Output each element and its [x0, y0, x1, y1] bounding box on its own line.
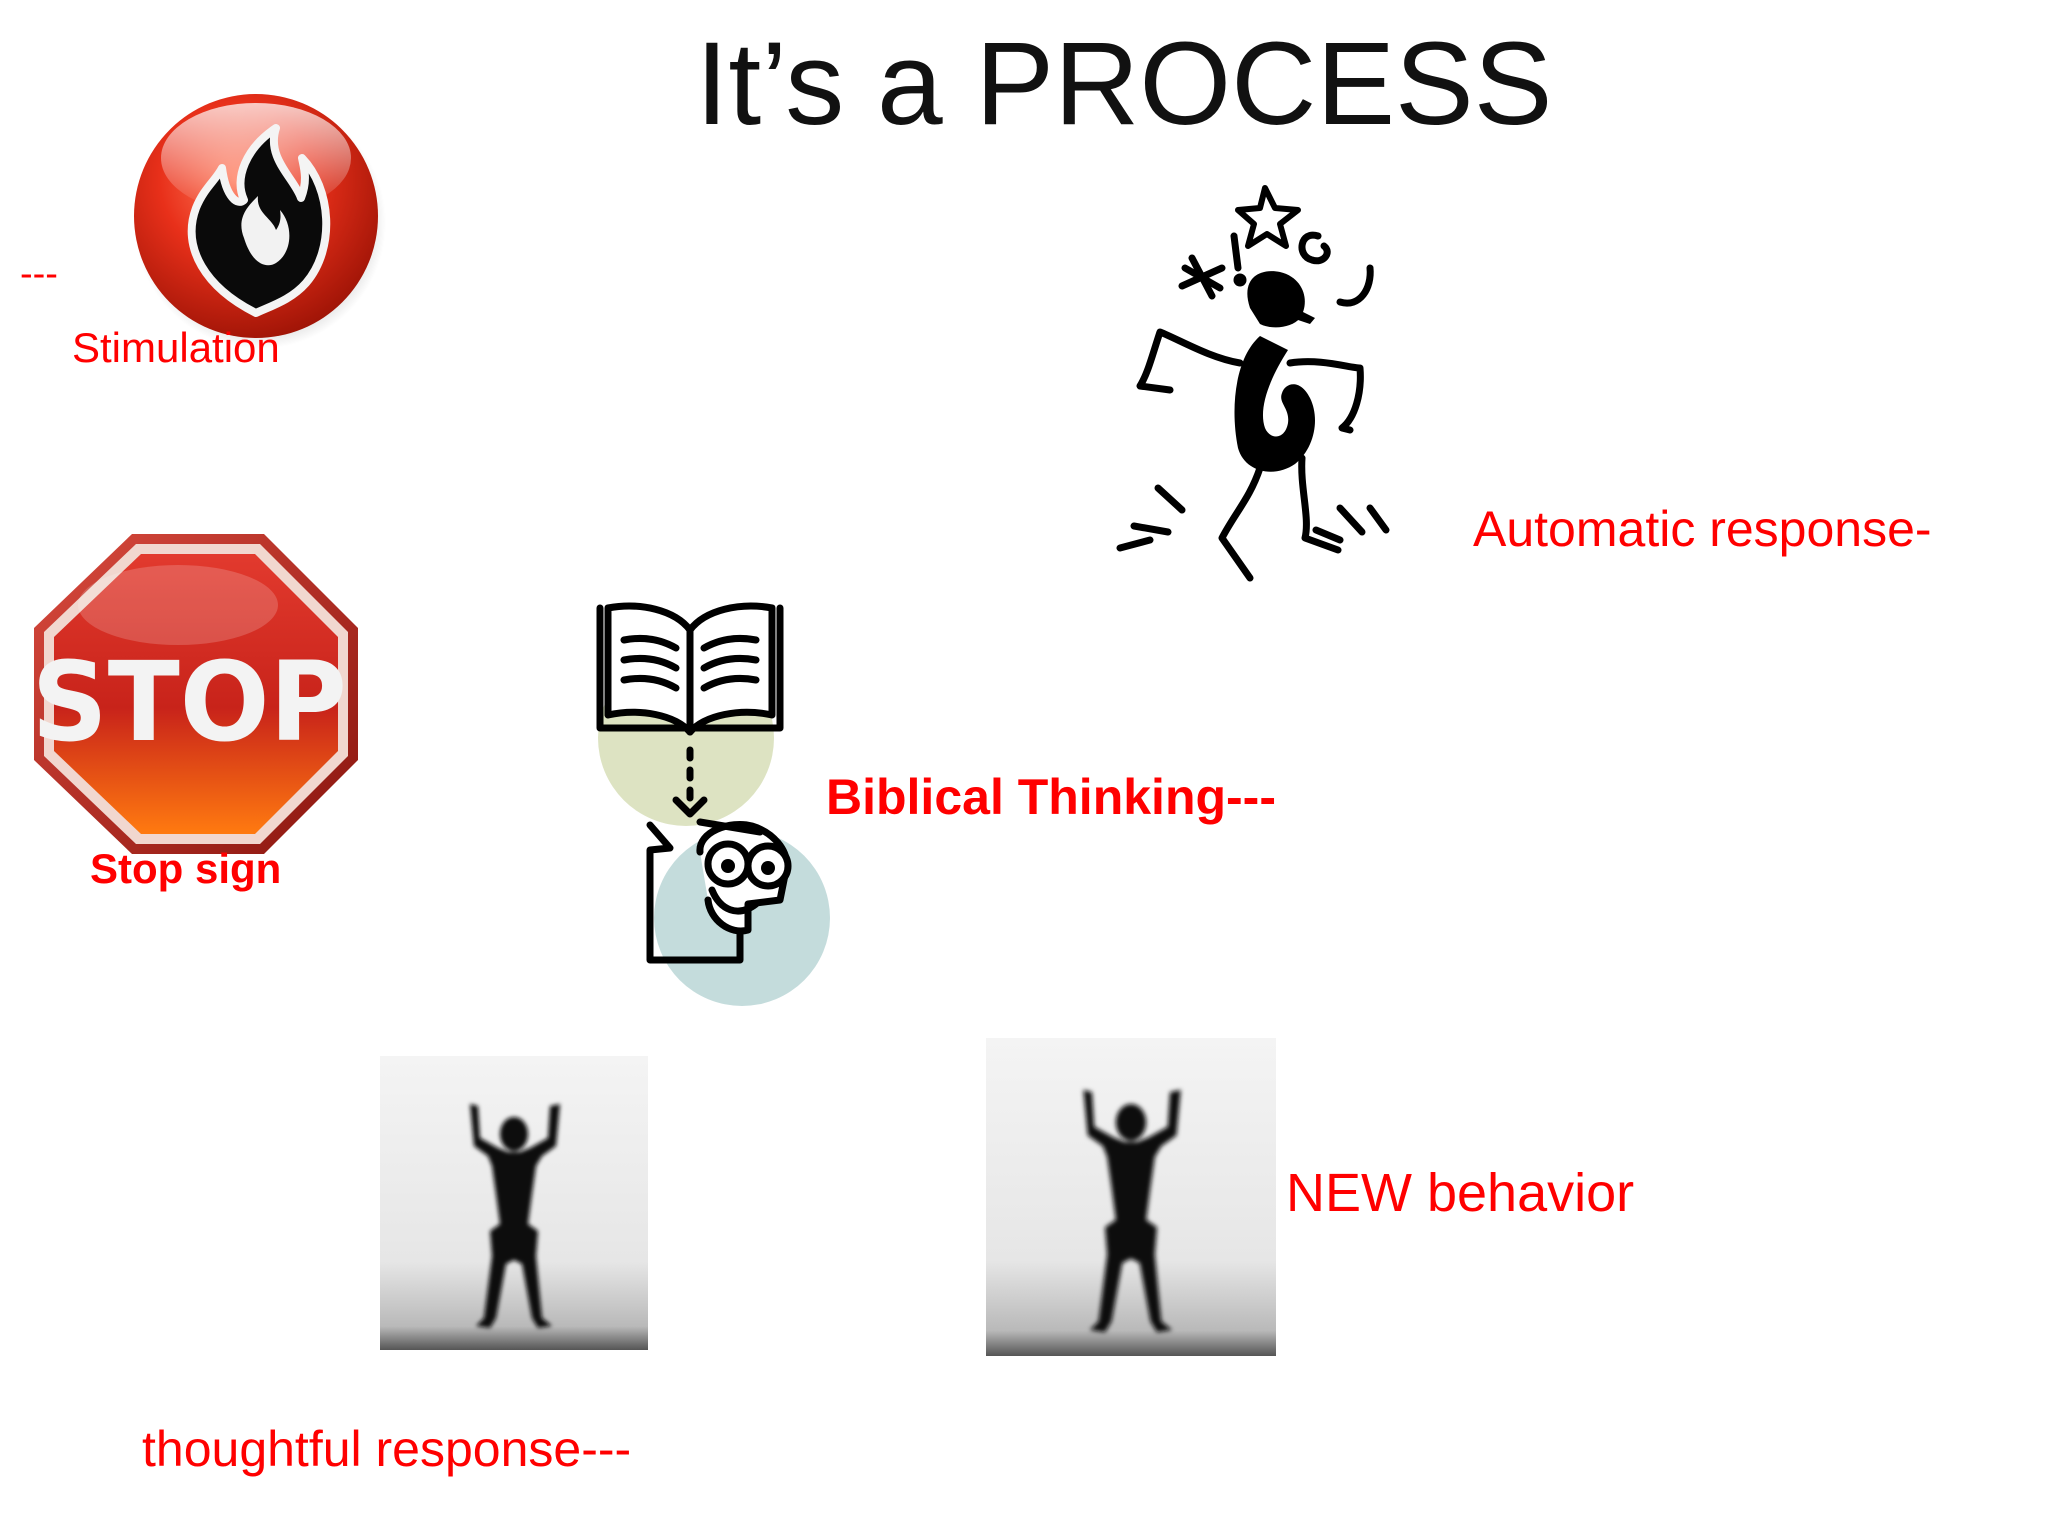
flame-button-icon: [126, 88, 388, 350]
stimulation-dashes: ---: [20, 253, 58, 295]
new-behavior-label: NEW behavior: [1286, 1163, 1635, 1223]
book-to-thinker-icon: [580, 600, 840, 1010]
raised-arms-silhouette-icon: [380, 1056, 648, 1350]
biblical-thinking-label: Biblical Thinking---: [826, 769, 1276, 825]
stop-sign-text: STOP: [32, 639, 347, 767]
automatic-response-label: Automatic response-: [1473, 501, 1932, 557]
stimulation-label: Stimulation: [72, 324, 280, 371]
stop-sign-label: Stop sign: [90, 845, 282, 892]
thoughtful-response-label: thoughtful response---: [142, 1421, 632, 1477]
stop-sign-icon: STOP: [28, 530, 368, 860]
slide-title: It’s a PROCESS: [695, 18, 1553, 150]
raised-arms-silhouette-icon-2: [986, 1038, 1276, 1356]
jumping-figure-icon: [1110, 168, 1420, 598]
